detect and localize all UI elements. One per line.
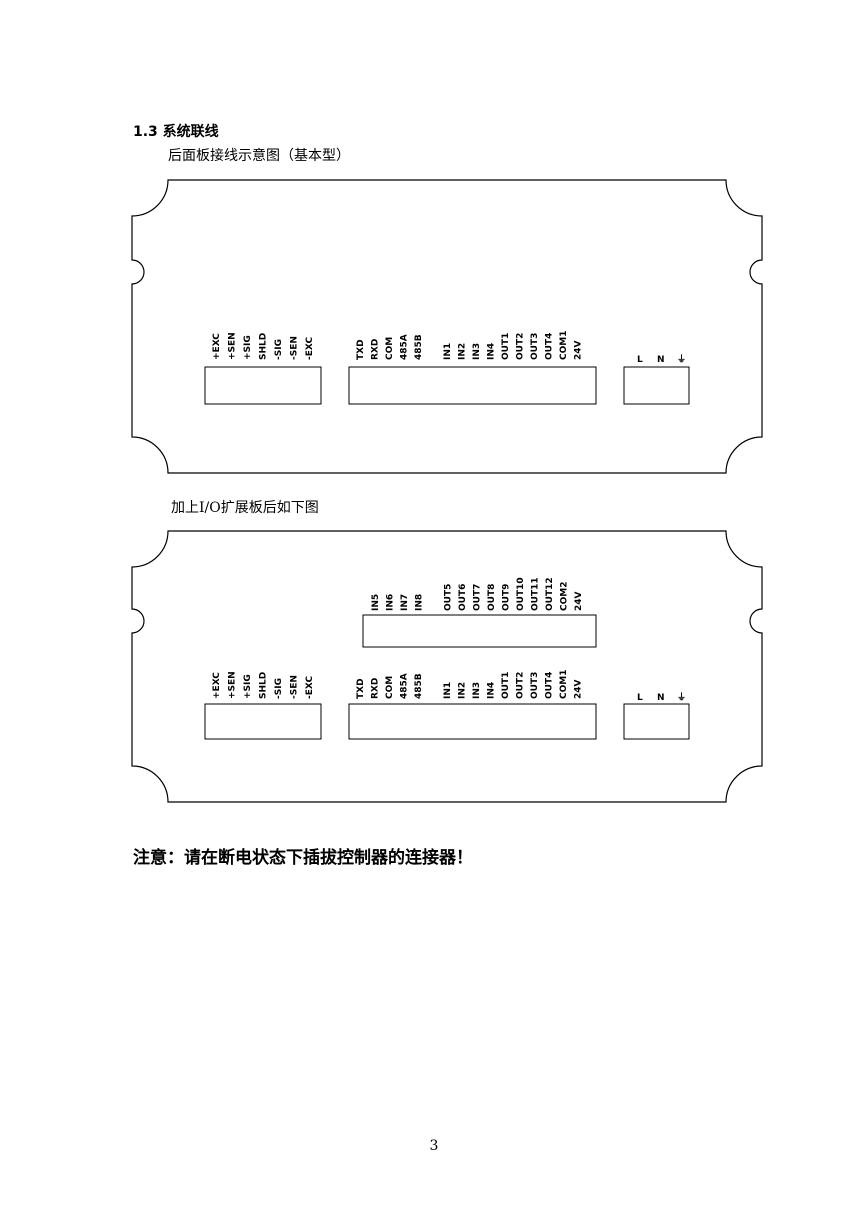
terminal-label: 24V <box>574 340 584 360</box>
terminal-label: ⏚ <box>677 692 686 703</box>
terminal-label: OUT8 <box>487 584 497 611</box>
rear-panel-basic: +EXC +SEN +SIG SHLD -SIG -SEN -EXC TXD RXD COM 48… <box>131 179 763 474</box>
terminal-label: COM2 <box>560 582 570 611</box>
io-labels: TXD RXD COM 485A 485B IN1 IN2 IN3 IN4 OUT1 OUT2 OUT… <box>356 331 584 360</box>
terminal-label: IN7 <box>400 594 410 611</box>
safety-notice: 注意：请在断电状态下插拔控制器的连接器！ <box>133 848 473 868</box>
terminal-label: OUT10 <box>516 577 526 611</box>
terminal-label: 485B <box>414 334 424 360</box>
terminal-label: IN5 <box>371 594 381 611</box>
terminal-label: OUT9 <box>502 584 512 611</box>
terminal-label: OUT5 <box>444 584 454 611</box>
terminal-label: ⏚ <box>677 354 686 365</box>
terminal-label: 485B <box>414 673 424 699</box>
terminal-label: IN4 <box>487 682 497 699</box>
terminal-label: TXD <box>356 339 366 360</box>
terminal-label: COM1 <box>559 670 569 699</box>
power-connector <box>623 366 690 405</box>
terminal-label: IN1 <box>443 343 453 360</box>
terminal-label: OUT7 <box>473 584 483 611</box>
terminal-label: +EXC <box>212 333 222 360</box>
io-connector <box>348 703 597 740</box>
terminal-label: 485A <box>400 334 410 360</box>
load-cell-labels: +EXC +SEN +SIG SHLD -SIG -SEN -EXC <box>212 671 315 699</box>
terminal-label: OUT2 <box>516 672 526 699</box>
load-cell-labels: +EXC +SEN +SIG SHLD -SIG -SEN -EXC <box>212 332 315 360</box>
terminal-label: 24V <box>574 679 584 699</box>
terminal-label: -EXC <box>305 675 315 699</box>
terminal-label: OUT2 <box>516 333 526 360</box>
expansion-connector <box>362 614 597 648</box>
terminal-label: -SIG <box>274 339 284 360</box>
terminal-label: IN6 <box>386 594 396 611</box>
terminal-label: OUT4 <box>545 672 555 699</box>
terminal-label: -SEN <box>290 675 300 699</box>
terminal-label: IN2 <box>458 682 468 699</box>
terminal-label: +SIG <box>243 335 253 360</box>
power-labels: L N ⏚ <box>637 354 686 365</box>
caption-expansion: 加上I/O扩展板后如下图 <box>171 500 319 516</box>
terminal-label: OUT1 <box>501 333 511 360</box>
terminal-label: OUT3 <box>530 672 540 699</box>
terminal-label: COM <box>385 676 395 699</box>
power-connector <box>623 703 690 740</box>
terminal-label: IN8 <box>415 594 425 611</box>
terminal-label: +SEN <box>228 332 238 360</box>
terminal-label: -SEN <box>290 336 300 360</box>
expansion-labels: IN5 IN6 IN7 IN8 OUT5 OUT6 OUT7 OUT8 OUT9 OUT10 OUT… <box>371 577 584 611</box>
terminal-label: 485A <box>400 673 410 699</box>
terminal-label: -SIG <box>274 678 284 699</box>
terminal-label: COM1 <box>559 331 569 360</box>
terminal-label: IN4 <box>487 343 497 360</box>
terminal-label: IN3 <box>472 343 482 360</box>
terminal-label: RXD <box>371 339 381 360</box>
page-number: 3 <box>429 1138 439 1154</box>
terminal-label: OUT3 <box>530 333 540 360</box>
terminal-label: -EXC <box>305 336 315 360</box>
terminal-label: COM <box>385 337 395 360</box>
terminal-label: RXD <box>371 678 381 699</box>
load-cell-connector <box>204 703 322 740</box>
terminal-label: TXD <box>356 678 366 699</box>
io-connector <box>348 366 597 405</box>
terminal-label: OUT12 <box>545 577 555 611</box>
terminal-label: SHLD <box>259 672 269 699</box>
terminal-label: 24V <box>574 591 584 611</box>
terminal-label: OUT1 <box>501 672 511 699</box>
terminal-label: +EXC <box>212 672 222 699</box>
load-cell-connector <box>204 366 322 405</box>
terminal-label: IN3 <box>472 682 482 699</box>
terminal-label: OUT6 <box>458 584 468 611</box>
section-heading: 1.3 系统联线 <box>133 124 219 140</box>
terminal-label: OUT4 <box>545 333 555 360</box>
panel-outline <box>131 179 763 474</box>
terminal-label: IN1 <box>443 682 453 699</box>
terminal-label: N <box>657 355 665 365</box>
terminal-label: +SIG <box>243 674 253 699</box>
io-labels: TXD RXD COM 485A 485B IN1 IN2 IN3 IN4 OUT1 OUT2 OUT… <box>356 670 584 699</box>
panel-outline <box>131 530 763 803</box>
terminal-label: SHLD <box>259 333 269 360</box>
terminal-label: +SEN <box>228 671 238 699</box>
terminal-label: L <box>637 355 643 365</box>
power-labels: L N ⏚ <box>637 692 686 703</box>
terminal-label: IN2 <box>458 343 468 360</box>
terminal-label: L <box>637 693 643 703</box>
terminal-label: OUT11 <box>531 577 541 611</box>
caption-basic: 后面板接线示意图（基本型） <box>168 148 350 164</box>
terminal-label: N <box>657 693 665 703</box>
